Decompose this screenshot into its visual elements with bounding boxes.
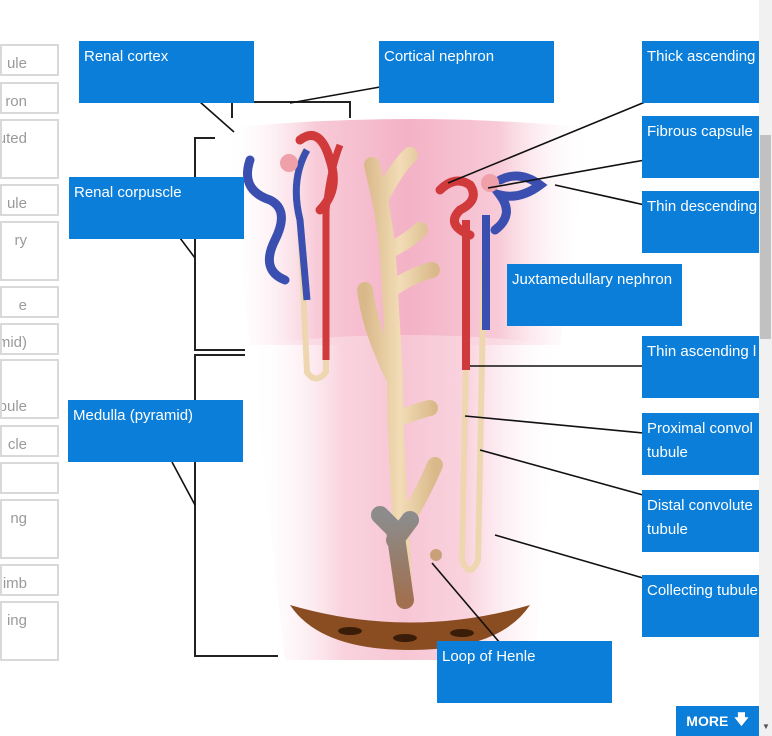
scroll-down-arrow-icon[interactable]: ▼ <box>762 722 770 731</box>
label-loop-of-henle[interactable]: Loop of Henle <box>437 641 612 703</box>
label-text: Thick ascending <box>647 48 756 65</box>
medulla-bracket <box>194 354 278 657</box>
word-bank-item[interactable]: g limb <box>0 564 59 596</box>
label-text: Loop of Henle <box>442 648 536 665</box>
word-bank-item[interactable]: ing <box>0 601 59 661</box>
word-bank-item[interactable]: uted <box>0 119 59 179</box>
juxtamedullary-loop <box>458 259 487 573</box>
word-bank-text: ry <box>14 232 28 249</box>
leader-lines <box>171 86 651 644</box>
word-bank-item[interactable]: cle <box>0 425 59 457</box>
label-renal-corpuscle[interactable]: Renal corpuscle <box>69 177 244 239</box>
word-bank-text: bule <box>0 398 27 415</box>
label-text: Collecting tubule <box>647 582 758 599</box>
cortex-top-bracket <box>231 101 351 118</box>
word-bank-text: cle <box>7 436 27 453</box>
label-juxtamedullary-nephron[interactable]: Juxtamedullary nephron <box>507 264 682 326</box>
word-bank-item[interactable]: bule <box>0 359 59 419</box>
label-text: Cortical nephron <box>384 48 495 65</box>
label-medulla-pyramid[interactable]: Medulla (pyramid) <box>68 400 243 462</box>
label-thin-descending[interactable]: Thin descending <box>642 191 759 253</box>
word-bank-text: amid) <box>2 334 27 351</box>
label-text: Fibrous capsule <box>647 123 753 140</box>
arrow-down-icon: 🡇 <box>734 711 749 727</box>
label-text: Distal convolute tubule <box>647 497 753 538</box>
more-button[interactable]: MORE 🡇 <box>676 706 759 736</box>
word-bank-item[interactable]: ule <box>0 184 59 216</box>
word-bank-text: ng <box>10 510 27 527</box>
word-bank-text: ron <box>5 93 27 110</box>
word-bank-item[interactable]: ng <box>0 499 59 559</box>
word-bank-item[interactable]: e <box>0 286 59 318</box>
word-bank-item[interactable] <box>0 462 59 494</box>
more-button-label: MORE <box>686 713 729 729</box>
word-bank-item[interactable]: ry <box>0 221 59 281</box>
label-cortical-nephron[interactable]: Cortical nephron <box>379 41 554 103</box>
label-proximal-convoluted-tubule[interactable]: Proximal convol tubule <box>642 413 759 475</box>
word-bank-text: ing <box>6 612 27 629</box>
word-bank-text: uted <box>0 130 27 147</box>
cortical-glomerulus <box>280 154 298 172</box>
label-collecting-tubule[interactable]: Collecting tubule <box>642 575 759 637</box>
collecting-duct <box>357 147 443 608</box>
label-text: Thin descending <box>647 198 758 215</box>
label-fibrous-capsule[interactable]: Fibrous capsule <box>642 116 759 178</box>
word-bank-text: ule <box>6 55 27 72</box>
label-text: Juxtamedullary nephron <box>512 271 673 288</box>
juxtamedullary-glomerulus <box>481 174 499 192</box>
renal-pelvis <box>290 605 530 650</box>
label-text: Thin ascending l <box>647 343 757 360</box>
word-bank-text: e <box>18 297 27 314</box>
label-text: Renal corpuscle <box>74 184 182 201</box>
label-distal-convoluted-tubule[interactable]: Distal convolute tubule <box>642 490 759 552</box>
cortex-bracket <box>194 137 245 351</box>
label-renal-cortex[interactable]: Renal cortex <box>79 41 254 103</box>
word-bank-item[interactable]: ule <box>0 44 59 76</box>
word-bank-text: ule <box>6 195 27 212</box>
word-bank-item[interactable]: ron <box>0 82 59 114</box>
scrollbar-thumb[interactable] <box>760 135 771 339</box>
label-text: Proximal convol tubule <box>647 420 753 461</box>
word-bank-item[interactable]: amid) <box>0 323 59 355</box>
label-text: Medulla (pyramid) <box>73 407 194 424</box>
label-text: Renal cortex <box>84 48 169 65</box>
label-thick-ascending[interactable]: Thick ascending <box>642 41 759 103</box>
word-bank-text: g limb <box>0 575 27 592</box>
label-thin-ascending[interactable]: Thin ascending l <box>642 336 759 398</box>
vertical-scrollbar[interactable] <box>759 0 772 736</box>
